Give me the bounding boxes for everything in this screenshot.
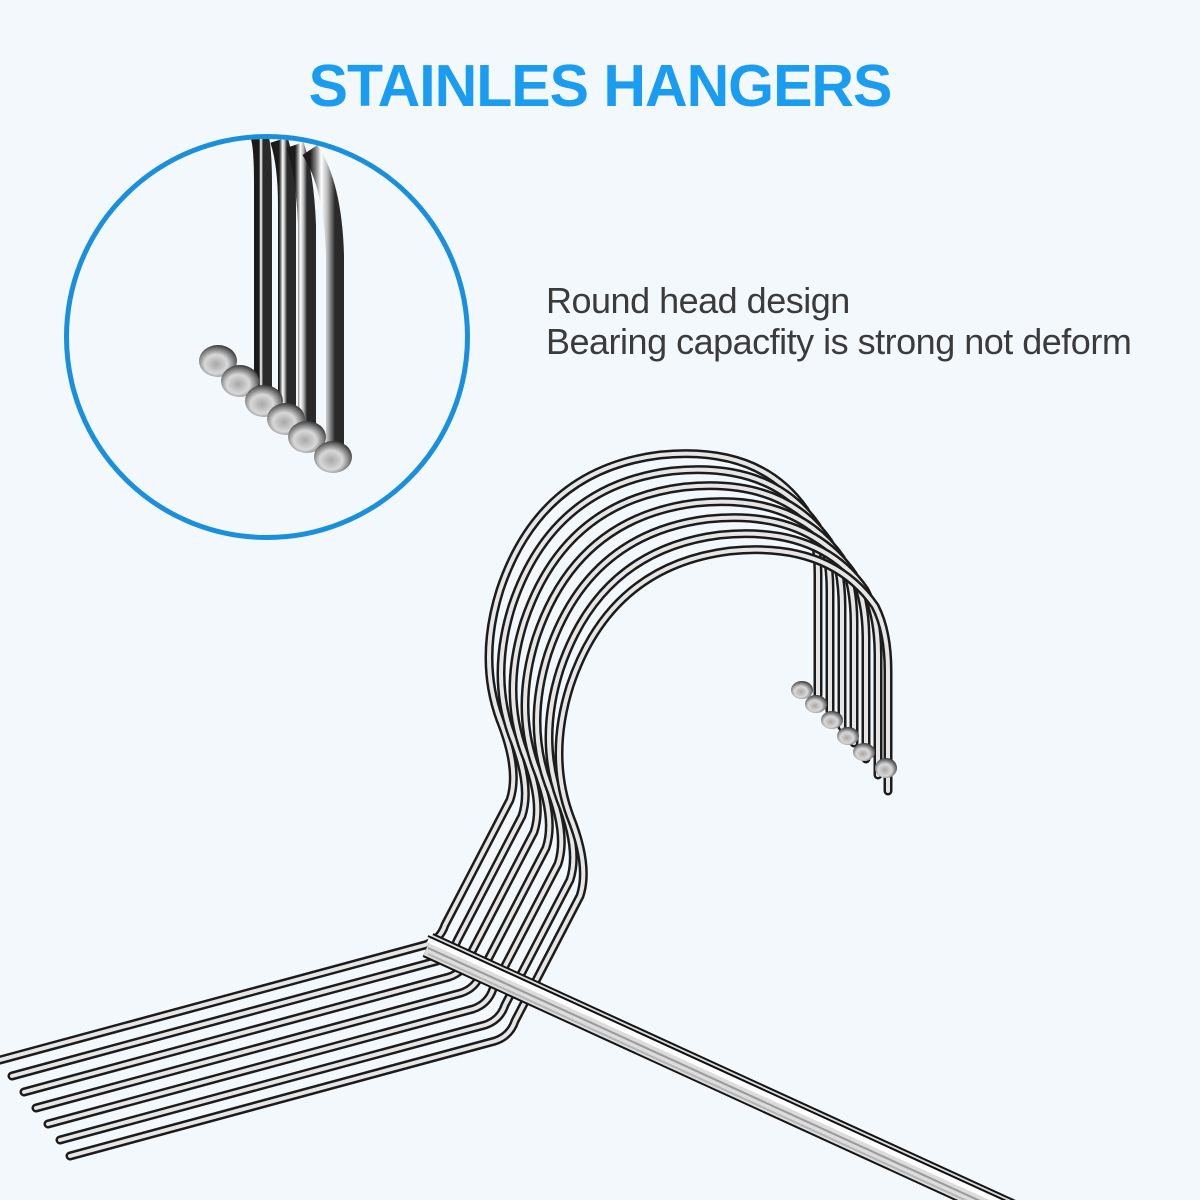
round-head-closeup-image (199, 139, 352, 473)
feature-line-bearing-capacity: Bearing capacfity is strong not deform (546, 321, 1132, 362)
detail-callout-circle (64, 134, 470, 540)
feature-line-round-head: Round head design (546, 280, 850, 321)
page-title: STAINLES HANGERS (308, 53, 893, 119)
feature-description: Round head design Bearing capacfity is s… (546, 280, 1132, 362)
